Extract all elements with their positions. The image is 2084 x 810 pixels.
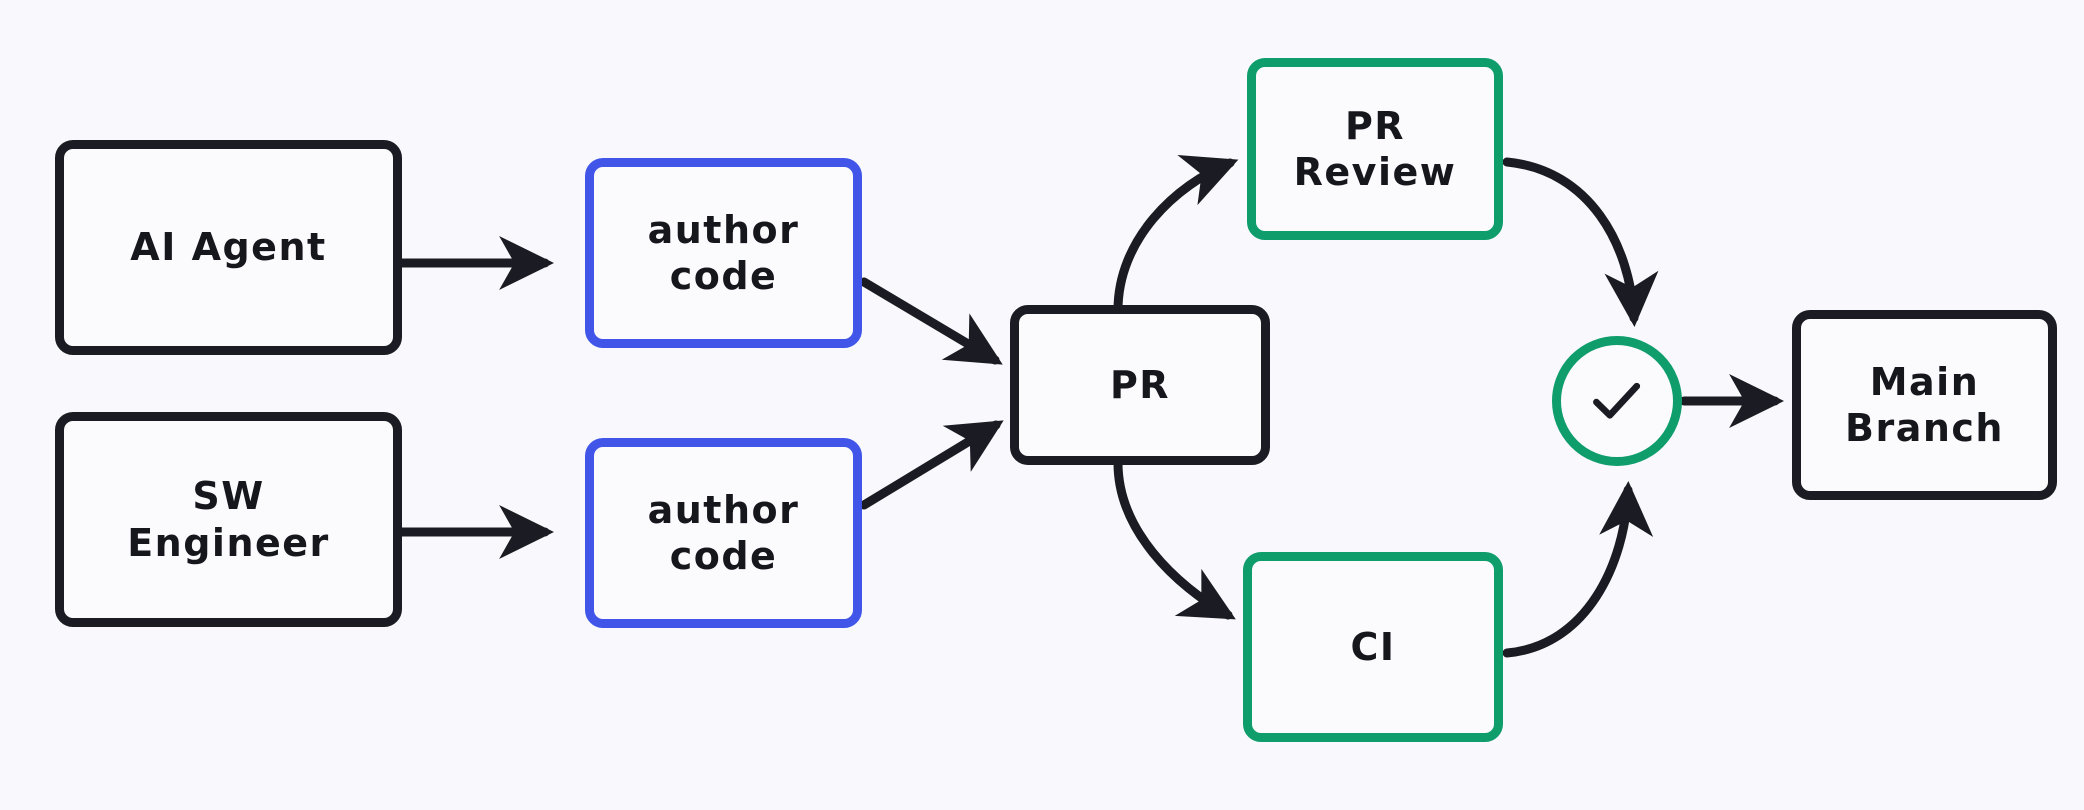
node-author-code-bottom-label: author code [647,487,800,578]
node-main-branch-label: Main Branch [1845,359,2004,450]
node-ci-label: CI [1350,624,1396,669]
edge-author-code-top-to-pr [859,277,1003,365]
node-author-code-bottom[interactable]: author code [585,438,862,628]
node-pr-review-label: PR Review [1293,103,1457,194]
node-pr[interactable]: PR [1010,305,1270,465]
node-pr-label: PR [1109,362,1171,407]
edge-pr-review-to-merge-gate [1502,157,1659,327]
edge-pr-to-ci [1113,458,1236,620]
node-sw-engineer-label: SW Engineer [127,474,330,565]
node-pr-review[interactable]: PR Review [1247,58,1503,240]
node-sw-engineer[interactable]: SW Engineer [55,412,402,627]
node-ai-agent[interactable]: AI Agent [55,140,402,355]
node-ai-agent-label: AI Agent [130,225,327,270]
check-icon [1584,368,1650,434]
edge-author-code-bot-to-pr [859,420,1004,510]
edge-ci-to-merge-gate [1502,481,1654,658]
node-main-branch[interactable]: Main Branch [1792,310,2057,500]
node-author-code-top-label: author code [647,207,800,298]
node-author-code-top[interactable]: author code [585,158,862,348]
edge-pr-to-pr-review [1113,155,1239,315]
merge-gate[interactable] [1552,336,1682,466]
node-ci[interactable]: CI [1243,552,1503,742]
